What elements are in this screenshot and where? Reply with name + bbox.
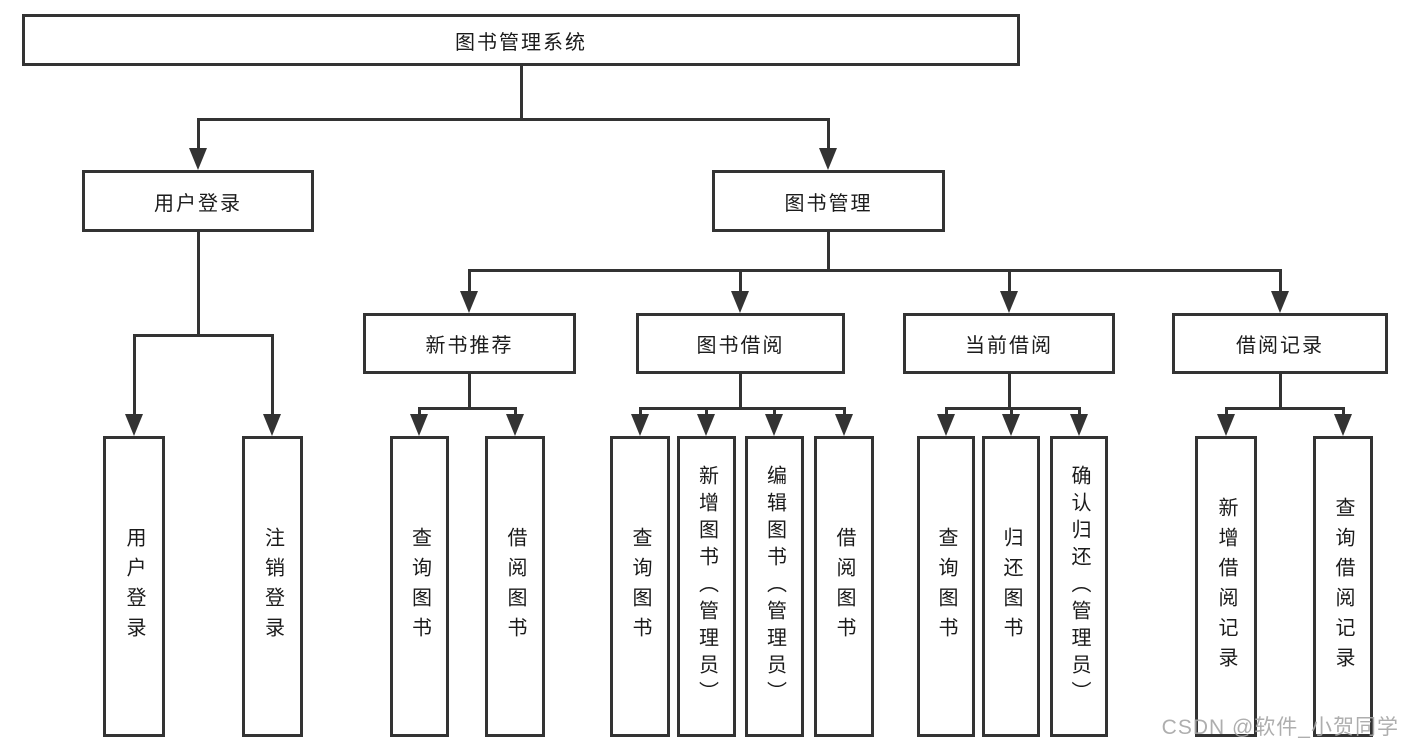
connector-line [739,371,742,410]
connector-line [827,118,830,152]
leaf-records-query-record: 查询借阅记录 [1313,436,1373,737]
arrowhead-down [1002,414,1020,436]
arrowhead-down [506,414,524,436]
connector-line [133,334,274,337]
leaf-logout-label: 注销登录 [261,526,284,647]
node-book-management: 图书管理 [712,170,945,232]
connector-line [1279,269,1282,293]
arrowhead-down [835,414,853,436]
arrowhead-down [819,148,837,170]
leaf-user-login: 用户登录 [103,436,165,737]
arrowhead-down [1334,414,1352,436]
arrowhead-down [263,414,281,436]
node-current-borrowing: 当前借阅 [903,313,1115,374]
connector-line [1008,269,1011,293]
arrowhead-down [631,414,649,436]
connector-line [197,118,200,152]
connector-line [1010,407,1013,417]
leaf-borrow-add-books-admin-label: 新增图书（管理员） [695,465,718,708]
arrowhead-down [410,414,428,436]
node-new-book-recommend-label: 新书推荐 [425,335,514,357]
arrowhead-down [697,414,715,436]
connector-line [1225,407,1345,410]
connector-line [1279,371,1282,410]
leaf-records-add-record-label: 新增借阅记录 [1215,496,1237,677]
leaf-current-query-books-label: 查询图书 [935,526,957,647]
connector-line [1008,371,1011,410]
arrowhead-down [460,291,478,313]
arrowhead-down [189,148,207,170]
node-root-label: 图书管理系统 [455,31,587,54]
node-book-borrowing: 图书借阅 [636,313,845,374]
connector-line [1078,407,1081,417]
node-root: 图书管理系统 [22,14,1020,66]
connector-line [843,407,846,417]
leaf-borrow-borrow-books: 借阅图书 [814,436,874,737]
arrowhead-down [1070,414,1088,436]
leaf-current-confirm-return-admin-label: 确认归还（管理员） [1068,465,1090,708]
leaf-current-return-books: 归还图书 [982,436,1040,737]
node-book-borrowing-label: 图书借阅 [696,335,785,357]
arrowhead-down [1271,291,1289,313]
leaf-newbook-borrow-books: 借阅图书 [485,436,545,737]
leaf-borrow-query-books-label: 查询图书 [629,526,651,647]
node-new-book-recommend: 新书推荐 [363,313,576,374]
leaf-current-return-books-label: 归还图书 [1000,526,1022,647]
arrowhead-down [937,414,955,436]
connector-line [639,407,846,410]
leaf-current-query-books: 查询图书 [917,436,975,737]
node-borrowing-records: 借阅记录 [1172,313,1388,374]
node-user-login-label: 用户登录 [154,192,242,215]
watermark: CSDN @软件_小贺同学 [1161,716,1399,739]
connector-line [705,407,708,417]
leaf-borrow-edit-books-admin-label: 编辑图书（管理员） [763,465,786,708]
arrowhead-down [765,414,783,436]
leaf-records-add-record: 新增借阅记录 [1195,436,1257,737]
connector-line [739,269,742,293]
arrowhead-down [1000,291,1018,313]
leaf-borrow-query-books: 查询图书 [610,436,670,737]
connector-line [197,118,830,121]
connector-line [1342,407,1345,417]
leaf-borrow-borrow-books-label: 借阅图书 [833,526,855,647]
leaf-user-login-label: 用户登录 [123,526,145,647]
connector-line [945,407,1081,410]
leaf-newbook-query-books-label: 查询图书 [408,526,431,647]
connector-line [468,269,471,293]
leaf-borrow-add-books-admin: 新增图书（管理员） [677,436,736,737]
node-book-management-label: 图书管理 [784,192,873,215]
connector-line [639,407,642,417]
node-user-login: 用户登录 [82,170,314,232]
connector-line [1225,407,1228,417]
node-current-borrowing-label: 当前借阅 [965,335,1053,357]
leaf-logout: 注销登录 [242,436,303,737]
connector-line [514,407,517,417]
leaf-newbook-borrow-books-label: 借阅图书 [504,526,526,647]
connector-line [520,63,523,121]
connector-line [468,371,471,410]
connector-line [133,334,136,417]
leaf-borrow-edit-books-admin: 编辑图书（管理员） [745,436,804,737]
node-borrowing-records-label: 借阅记录 [1236,335,1324,357]
connector-line [418,407,421,417]
leaf-newbook-query-books: 查询图书 [390,436,449,737]
leaf-current-confirm-return-admin: 确认归还（管理员） [1050,436,1108,737]
arrowhead-down [1217,414,1235,436]
arrowhead-down [731,291,749,313]
arrowhead-down [125,414,143,436]
connector-line [197,229,200,337]
leaf-records-query-record-label: 查询借阅记录 [1332,496,1354,677]
connector-line [827,229,830,272]
connector-line [271,334,274,417]
connector-line [468,269,1282,272]
connector-line [418,407,517,410]
connector-line [773,407,776,417]
connector-line [945,407,948,417]
